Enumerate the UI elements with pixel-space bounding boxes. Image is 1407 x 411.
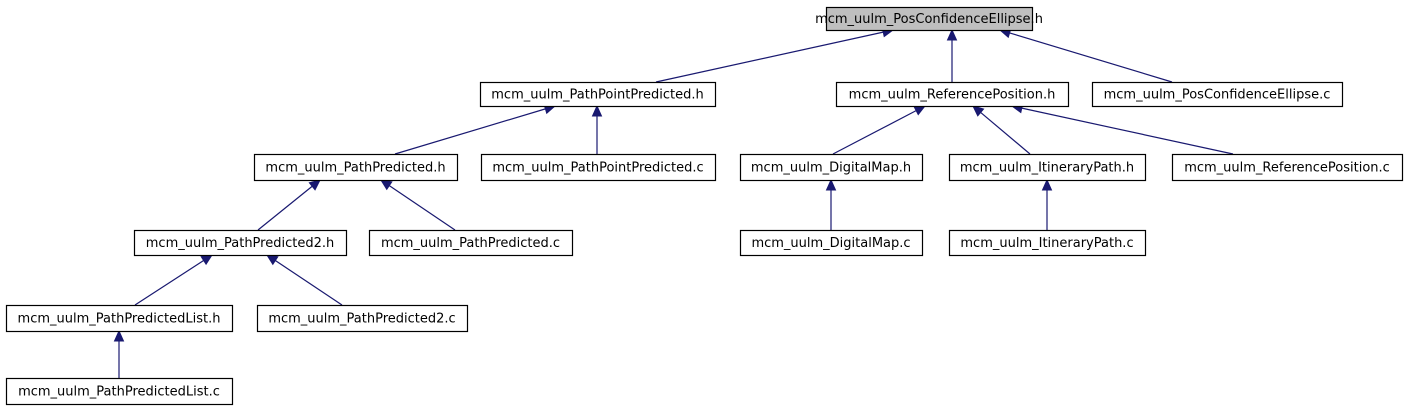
edge-line <box>980 111 1031 155</box>
file-node-mcm-uulm-pathpredictedlist-c[interactable]: mcm_uulm_PathPredictedList.c <box>5 377 234 406</box>
edge-line <box>134 259 204 306</box>
node-layer: mcm_uulm_PosConfidenceEllipse.h mcm_uulm_… <box>5 6 1404 406</box>
dependency-edge <box>998 27 1173 83</box>
arrowhead-icon <box>308 179 321 191</box>
node-label: mcm_uulm_PosConfidenceEllipse.h <box>815 12 1043 27</box>
arrowhead-icon <box>946 28 958 41</box>
dependency-edge <box>1041 178 1053 230</box>
node-label: mcm_uulm_PathPointPredicted.h <box>491 88 703 103</box>
arrowhead-icon <box>200 254 214 266</box>
dependency-edge <box>825 178 837 230</box>
node-box <box>948 153 1147 182</box>
node-box <box>480 153 717 182</box>
node-label: mcm_uulm_DigitalMap.h <box>751 161 911 176</box>
dependency-edge <box>379 179 456 231</box>
node-label: mcm_uulm_ReferencePosition.h <box>849 88 1056 103</box>
node-label: mcm_uulm_PathPredictedList.h <box>18 312 221 327</box>
edge-line <box>1009 32 1173 83</box>
node-label: mcm_uulm_PathPredicted.c <box>381 236 560 251</box>
node-label: mcm_uulm_PathPredictedList.c <box>18 385 220 400</box>
dependency-edge <box>946 28 958 82</box>
node-box <box>479 81 717 108</box>
node-label: mcm_uulm_ItineraryPath.c <box>960 236 1133 251</box>
edge-line <box>388 185 456 231</box>
file-node-mcm-uulm-posconfidenceellipse-c[interactable]: mcm_uulm_PosConfidenceEllipse.c <box>1091 81 1344 108</box>
arrowhead-icon <box>265 254 279 266</box>
arrowhead-icon <box>591 104 603 117</box>
file-node-mcm-uulm-pathpredicted2-h[interactable]: mcm_uulm_PathPredicted2.h <box>133 229 348 257</box>
node-box <box>1171 153 1404 182</box>
file-node-mcm-uulm-digitalmap-c[interactable]: mcm_uulm_DigitalMap.c <box>739 229 924 257</box>
file-node-mcm-uulm-referenceposition-c[interactable]: mcm_uulm_ReferencePosition.c <box>1171 153 1404 182</box>
node-box <box>1091 81 1344 108</box>
node-label: mcm_uulm_PosConfidenceEllipse.c <box>1104 88 1331 103</box>
edge-line <box>274 260 343 306</box>
dependency-edge <box>257 179 321 231</box>
dependency-edge <box>972 105 1031 155</box>
node-label: mcm_uulm_PathPredicted2.h <box>146 236 334 251</box>
file-node-mcm-uulm-referenceposition-h[interactable]: mcm_uulm_ReferencePosition.h <box>835 81 1070 108</box>
node-box <box>253 153 459 182</box>
node-box <box>133 229 348 257</box>
file-node-mcm-uulm-itinerarypath-h[interactable]: mcm_uulm_ItineraryPath.h <box>948 153 1147 182</box>
dependency-edge <box>394 103 557 155</box>
arrowhead-icon <box>379 179 393 191</box>
file-node-mcm-uulm-itinerarypath-c[interactable]: mcm_uulm_ItineraryPath.c <box>948 229 1147 257</box>
node-label: mcm_uulm_DigitalMap.c <box>751 236 910 251</box>
file-node-mcm-uulm-pathpredicted2-c[interactable]: mcm_uulm_PathPredicted2.c <box>256 304 469 333</box>
file-node-mcm-uulm-pathpointpredicted-h[interactable]: mcm_uulm_PathPointPredicted.h <box>479 81 717 108</box>
node-box <box>825 6 1034 32</box>
node-box <box>948 229 1147 257</box>
edge-line <box>655 31 884 83</box>
node-label: mcm_uulm_ItineraryPath.h <box>960 161 1134 176</box>
arrowhead-icon <box>1041 178 1053 191</box>
node-box <box>368 229 574 257</box>
node-box <box>5 304 234 333</box>
file-node-mcm-uulm-posconfidenceellipse-h[interactable]: mcm_uulm_PosConfidenceEllipse.h <box>815 6 1043 32</box>
file-node-mcm-uulm-pathpointpredicted-c[interactable]: mcm_uulm_PathPointPredicted.c <box>480 153 717 182</box>
arrowhead-icon <box>113 329 125 342</box>
file-node-mcm-uulm-digitalmap-h[interactable]: mcm_uulm_DigitalMap.h <box>739 153 924 182</box>
file-node-mcm-uulm-pathpredicted-h[interactable]: mcm_uulm_PathPredicted.h <box>253 153 459 182</box>
file-node-mcm-uulm-pathpredicted-c[interactable]: mcm_uulm_PathPredicted.c <box>368 229 574 257</box>
node-label: mcm_uulm_PathPredicted2.c <box>268 312 455 327</box>
node-label: mcm_uulm_PathPredicted.h <box>265 161 445 176</box>
node-box <box>835 81 1070 108</box>
node-box <box>739 229 924 257</box>
dependency-edge <box>591 104 603 154</box>
node-box <box>739 153 924 182</box>
edge-line <box>394 108 546 155</box>
dependency-edge <box>832 105 927 155</box>
dependency-edge <box>655 27 895 83</box>
arrowhead-icon <box>825 178 837 191</box>
edge-line <box>1021 107 1234 155</box>
dependency-edge <box>1010 103 1234 155</box>
dependency-edge <box>265 254 343 306</box>
arrowhead-icon <box>913 105 927 116</box>
node-box <box>256 304 469 333</box>
node-label: mcm_uulm_ReferencePosition.c <box>1184 161 1390 176</box>
edge-line <box>832 110 917 155</box>
node-label: mcm_uulm_PathPointPredicted.c <box>492 161 703 176</box>
file-node-mcm-uulm-pathpredictedlist-h[interactable]: mcm_uulm_PathPredictedList.h <box>5 304 234 333</box>
dependency-edge <box>113 329 125 378</box>
edge-line <box>257 185 313 231</box>
node-box <box>5 377 234 406</box>
dependency-edge <box>134 254 214 306</box>
arrowhead-icon <box>972 105 985 117</box>
